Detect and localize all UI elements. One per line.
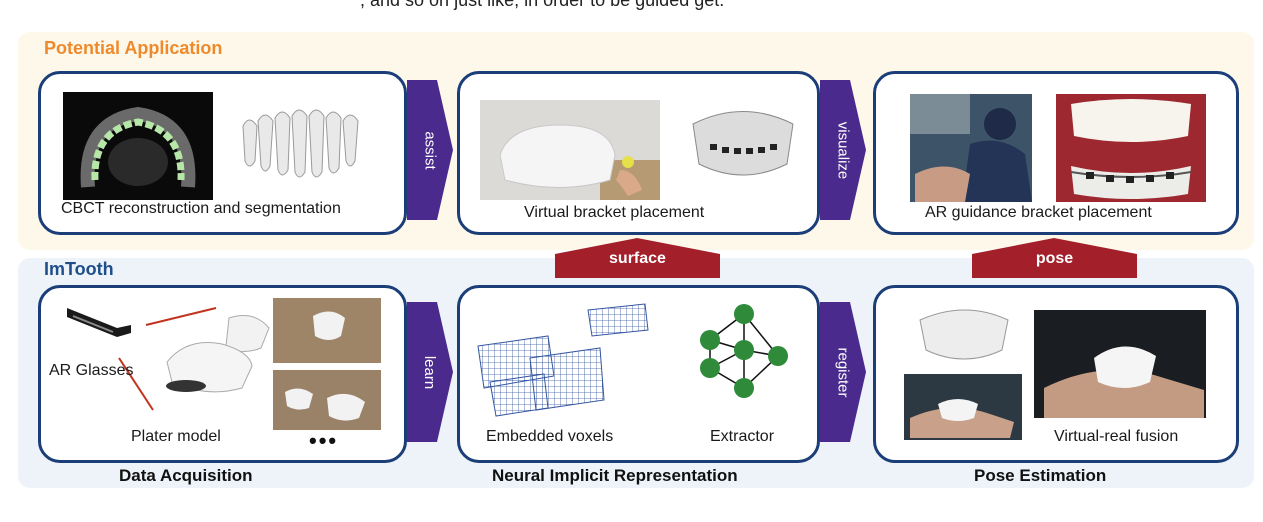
- pose-estimation-box: Virtual-real fusion: [873, 285, 1239, 463]
- cbct-scan-image: [63, 92, 213, 200]
- ar-glasses-caption: AR Glasses: [49, 362, 134, 379]
- plater-model-caption: Plater model: [131, 428, 221, 445]
- model-photo-bottom-image: [273, 370, 381, 430]
- model-photo-top-image: [273, 298, 381, 363]
- ar-guidance-caption: AR guidance bracket placement: [925, 204, 1152, 221]
- segmented-teeth-image: [233, 96, 373, 191]
- pose-estimation-label: Pose Estimation: [974, 466, 1107, 485]
- connector-lines: [118, 307, 217, 411]
- pose-label: pose: [1035, 250, 1074, 267]
- virtual-real-fusion-caption: Virtual-real fusion: [1054, 428, 1179, 445]
- ar-mouth-closeup-image: [1056, 94, 1206, 202]
- register-arrow: register: [820, 302, 866, 442]
- neural-implicit-box: Embedded voxels Extractor: [457, 285, 820, 463]
- extractor-network-graphic: [700, 304, 788, 398]
- embedded-voxels-graphic: [477, 303, 649, 417]
- visualize-arrow: visualize: [820, 80, 866, 220]
- embedded-voxels-caption: Embedded voxels: [486, 428, 614, 445]
- cbct-box: CBCT reconstruction and segmentation: [38, 71, 407, 235]
- learn-label: learn: [421, 355, 439, 389]
- data-acquisition-box: AR Glasses Plater model •••: [38, 285, 407, 463]
- model-render-image: [914, 302, 1014, 364]
- hand-model-small-image: [904, 374, 1022, 440]
- more-dots: •••: [309, 428, 339, 453]
- plaster-model-image: [161, 310, 271, 395]
- visualize-label: visualize: [834, 121, 852, 179]
- cbct-caption: CBCT reconstruction and segmentation: [61, 200, 341, 217]
- imtooth-title: ImTooth: [44, 259, 114, 279]
- extractor-caption: Extractor: [710, 428, 775, 445]
- ar-glasses-icon: [63, 302, 138, 342]
- ar-guidance-box: AR guidance bracket placement: [873, 71, 1239, 235]
- data-acquisition-label: Data Acquisition: [119, 466, 253, 485]
- assist-arrow: assist: [407, 80, 453, 220]
- learn-arrow: learn: [407, 302, 453, 442]
- virtual-brackets-model-image: [685, 104, 800, 184]
- pose-arrow: pose: [972, 238, 1137, 278]
- surface-arrow: surface: [555, 238, 720, 278]
- virtual-bracket-box: Virtual bracket placement: [457, 71, 820, 235]
- assist-label: assist: [421, 130, 439, 170]
- cropped-top-text: , and so on just like, in order to be gu…: [360, 0, 725, 10]
- surface-label: surface: [609, 250, 666, 267]
- potential-application-title: Potential Application: [44, 38, 223, 58]
- register-label: register: [834, 346, 852, 398]
- hand-model-large-image: [1034, 310, 1206, 418]
- clinician-photo-image: [910, 94, 1032, 202]
- bracket-photo-image: [480, 100, 660, 200]
- neural-implicit-label: Neural Implicit Representation: [492, 466, 738, 485]
- virtual-bracket-caption: Virtual bracket placement: [524, 204, 705, 221]
